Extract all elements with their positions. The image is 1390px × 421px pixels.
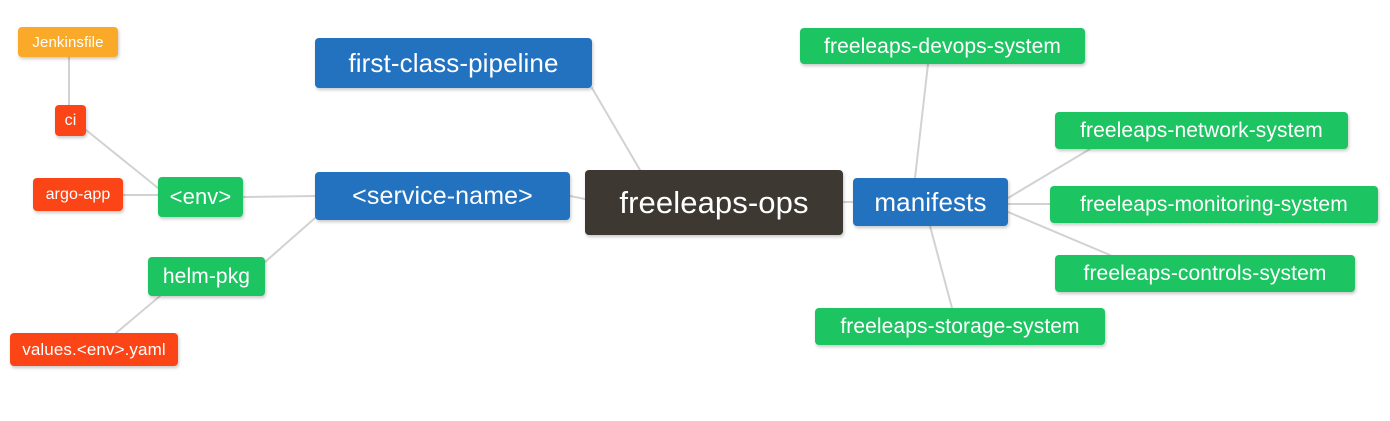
node-freeleaps-storage-system[interactable]: freeleaps-storage-system <box>815 308 1105 345</box>
node-label: freeleaps-ops <box>619 185 809 220</box>
node-label: freeleaps-devops-system <box>824 34 1061 58</box>
node-freeleaps-ops[interactable]: freeleaps-ops <box>585 170 843 235</box>
node-jenkinsfile[interactable]: Jenkinsfile <box>18 27 118 57</box>
node-ci[interactable]: ci <box>55 105 86 136</box>
node-label: ci <box>64 111 77 129</box>
node-label: freeleaps-storage-system <box>840 315 1080 338</box>
edge-helm-pkg-to-values-env-yaml <box>115 295 161 334</box>
edge-freeleaps-ops-to-first-class-pipeline <box>591 87 641 171</box>
edge-service-name-to-env <box>242 195 316 198</box>
node-first-class-pipeline[interactable]: first-class-pipeline <box>315 38 592 88</box>
node-label: helm-pkg <box>162 265 251 288</box>
node-argo-app[interactable]: argo-app <box>33 178 123 211</box>
node-label: values.<env>.yaml <box>22 340 166 359</box>
node-label: <env> <box>169 184 232 209</box>
node-label: manifests <box>874 187 987 217</box>
node-freeleaps-devops-system[interactable]: freeleaps-devops-system <box>800 28 1085 64</box>
node-freeleaps-controls-system[interactable]: freeleaps-controls-system <box>1055 255 1355 292</box>
node-freeleaps-monitoring-system[interactable]: freeleaps-monitoring-system <box>1050 186 1378 223</box>
edge-service-name-to-helm-pkg <box>264 217 316 263</box>
node-label: Jenkinsfile <box>32 33 104 51</box>
edge-manifests-to-freeleaps-devops-system <box>914 63 929 179</box>
edge-freeleaps-ops-to-service-name <box>569 195 586 200</box>
node-env[interactable]: <env> <box>158 177 243 217</box>
node-values-env-yaml[interactable]: values.<env>.yaml <box>10 333 178 366</box>
node-helm-pkg[interactable]: helm-pkg <box>148 257 265 296</box>
node-label: freeleaps-controls-system <box>1083 262 1327 285</box>
node-freeleaps-network-system[interactable]: freeleaps-network-system <box>1055 112 1348 149</box>
node-label: argo-app <box>45 185 111 203</box>
edge-manifests-to-freeleaps-storage-system <box>929 225 953 309</box>
node-service-name[interactable]: <service-name> <box>315 172 570 220</box>
node-label: freeleaps-network-system <box>1080 119 1323 142</box>
node-label: freeleaps-monitoring-system <box>1080 193 1348 216</box>
node-label: first-class-pipeline <box>348 48 559 78</box>
node-label: <service-name> <box>352 181 533 210</box>
node-manifests[interactable]: manifests <box>853 178 1008 226</box>
